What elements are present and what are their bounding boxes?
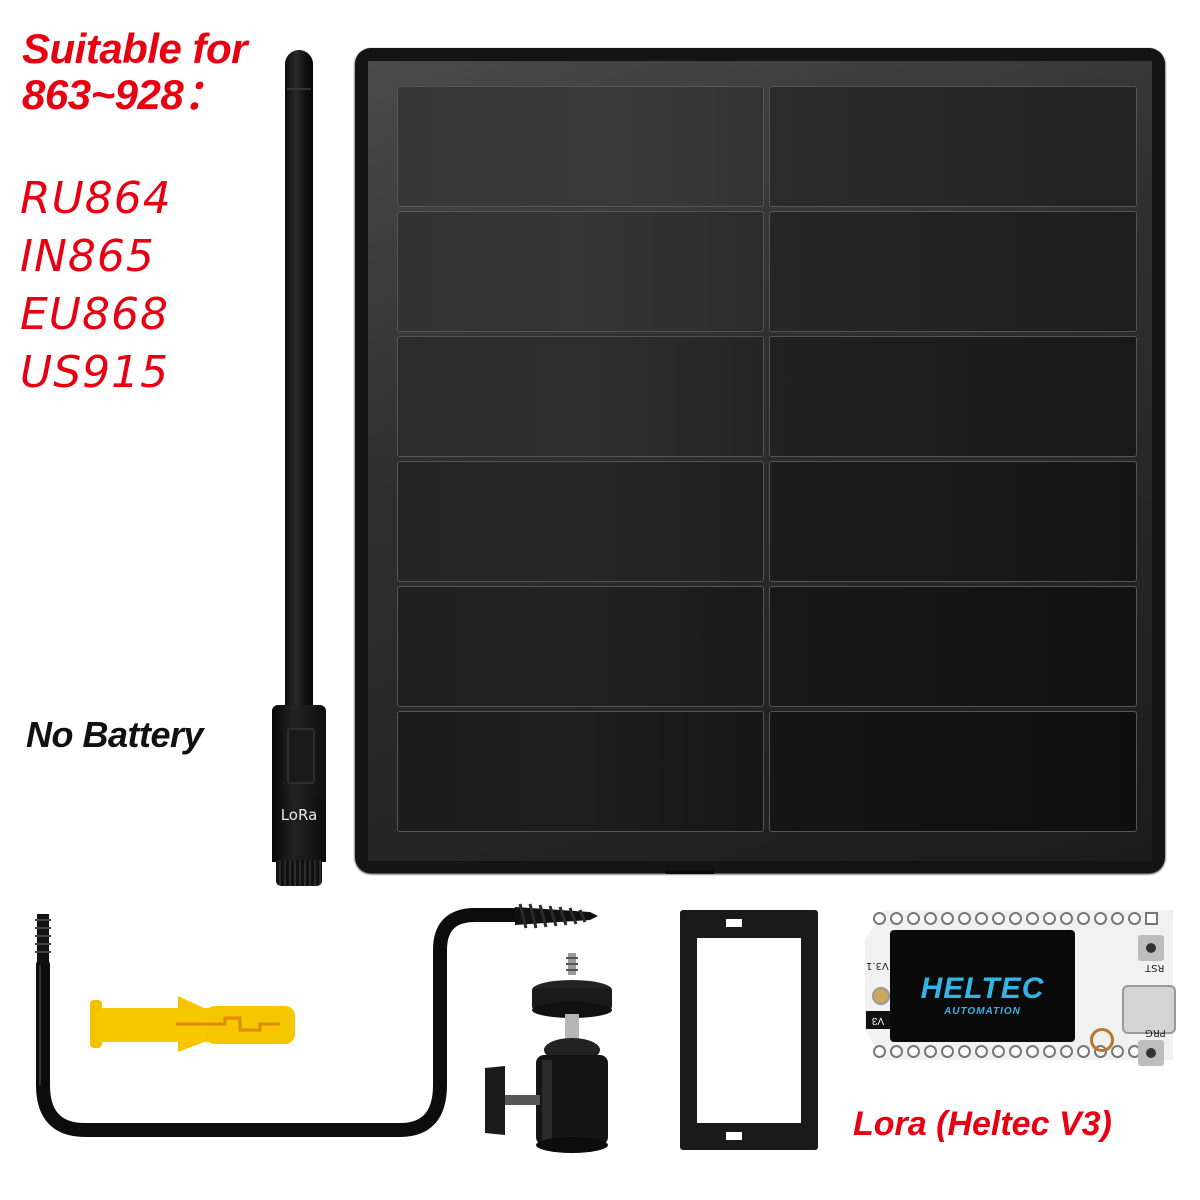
wall-anchor — [90, 996, 295, 1052]
silk-version: V3.1 — [866, 960, 889, 971]
band-item: IN865 — [20, 231, 155, 282]
board-frame-slot-top — [726, 919, 742, 927]
bracket-wood-screw — [515, 903, 598, 929]
band-item: EU868 — [20, 289, 169, 340]
compatibility-headline: Suitable for 863~928： — [22, 25, 248, 118]
solar-cell — [397, 211, 764, 332]
headline-line-2: 863~928： — [22, 71, 225, 118]
silk-v3-tag: V3 — [866, 1011, 890, 1029]
silk-rst: RST — [1145, 962, 1165, 973]
solar-cell — [397, 86, 764, 207]
heltec-logo-sub: AUTOMATION — [944, 1006, 1021, 1017]
ball-head-mount — [485, 953, 612, 1153]
antenna-tip-seam — [287, 88, 311, 90]
prg-button — [1138, 1040, 1164, 1066]
usb-c-port — [1122, 985, 1176, 1034]
solar-cell — [397, 336, 764, 457]
solar-cell — [769, 586, 1137, 707]
board-frame-opening — [697, 938, 801, 1123]
bracket-thread-left — [35, 914, 51, 964]
antenna-base — [272, 798, 326, 862]
board-frame-slot-bottom — [726, 1132, 742, 1140]
solar-cell — [769, 336, 1137, 457]
solar-cell — [769, 86, 1137, 207]
ipex-antenna-connector — [872, 987, 890, 1005]
antenna-label: LoRa — [280, 806, 318, 824]
band-item: US915 — [20, 347, 170, 398]
solar-cell — [397, 461, 764, 582]
bracket-icon — [35, 903, 612, 1153]
silk-prg: PRG — [1145, 1027, 1166, 1038]
antenna-hinge-slot — [287, 728, 315, 784]
antenna-sma-connector — [276, 860, 322, 886]
solar-cell — [769, 461, 1137, 582]
rst-button — [1138, 935, 1164, 961]
solar-panel-glass — [368, 61, 1152, 861]
oled-screen — [890, 930, 1075, 1042]
mount-bracket — [0, 890, 640, 1170]
solar-cell — [397, 711, 764, 832]
frequency-band-list: RU864 IN865 EU868 US915 — [20, 170, 172, 402]
solar-cell — [769, 711, 1137, 832]
board-frame — [680, 910, 818, 1150]
no-battery-notice: No Battery — [26, 714, 204, 755]
solar-cell — [769, 211, 1137, 332]
solar-cell — [397, 586, 764, 707]
board-caption: Lora (Heltec V3) — [853, 1105, 1112, 1143]
antenna-whip — [285, 50, 313, 720]
coil-component — [1090, 1028, 1114, 1052]
heltec-logo: HELTEC — [920, 972, 1045, 1005]
solar-panel-notch — [665, 870, 715, 874]
band-item: RU864 — [20, 173, 172, 224]
headline-line-1: Suitable for — [22, 25, 248, 72]
